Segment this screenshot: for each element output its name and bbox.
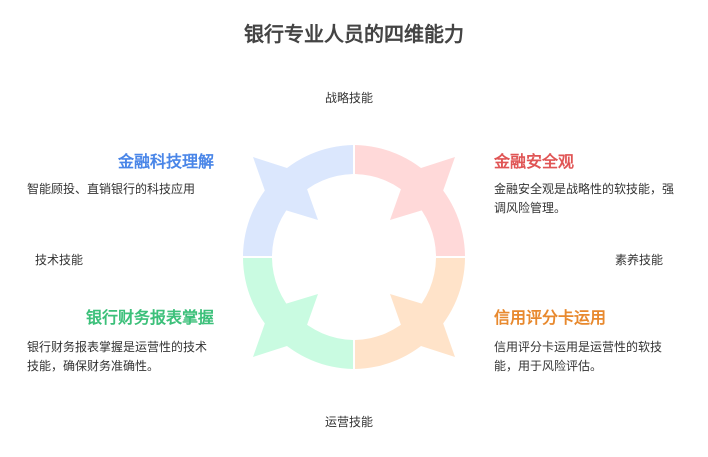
quadrant-heading-security: 金融安全观 [494,152,575,171]
quadrant-desc-security: 金融安全观是战略性的软技能，强调风险管理。 [494,182,675,215]
axis-label-left: 技术技能 [35,253,84,267]
quadrant-heading-financial-statements: 银行财务报表掌握 [85,308,214,327]
arrow-icon-fintech [253,157,318,220]
axis-label-right: 素养技能 [615,253,664,267]
quadrant-desc-financial-statements: 银行财务报表掌握是运营性的技术技能，确保财务准确性。 [27,340,208,373]
page-title: 银行专业人员的四维能力 [244,22,464,46]
ring-segment-fintech [243,145,353,256]
quadrant-desc-fintech: 智能顾投、直销银行的科技应用 [27,182,196,196]
arrow-icon-security [390,157,455,220]
quadrant-desc-credit-scoring: 信用评分卡运用是运营性的软技能，用于风险评估。 [494,340,663,373]
ring-segment-financial-statements [243,258,353,369]
quadrant-heading-credit-scoring: 信用评分卡运用 [494,308,607,327]
axis-label-bottom: 运营技能 [325,415,374,429]
axis-label-top: 战略技能 [325,91,374,105]
ring-segment-credit-scoring [355,258,465,369]
arrow-icon-financial-statements [253,294,318,357]
ring-segment-security [355,145,465,256]
arrow-icon-credit-scoring [390,294,455,357]
quadrant-heading-fintech: 金融科技理解 [117,152,214,171]
